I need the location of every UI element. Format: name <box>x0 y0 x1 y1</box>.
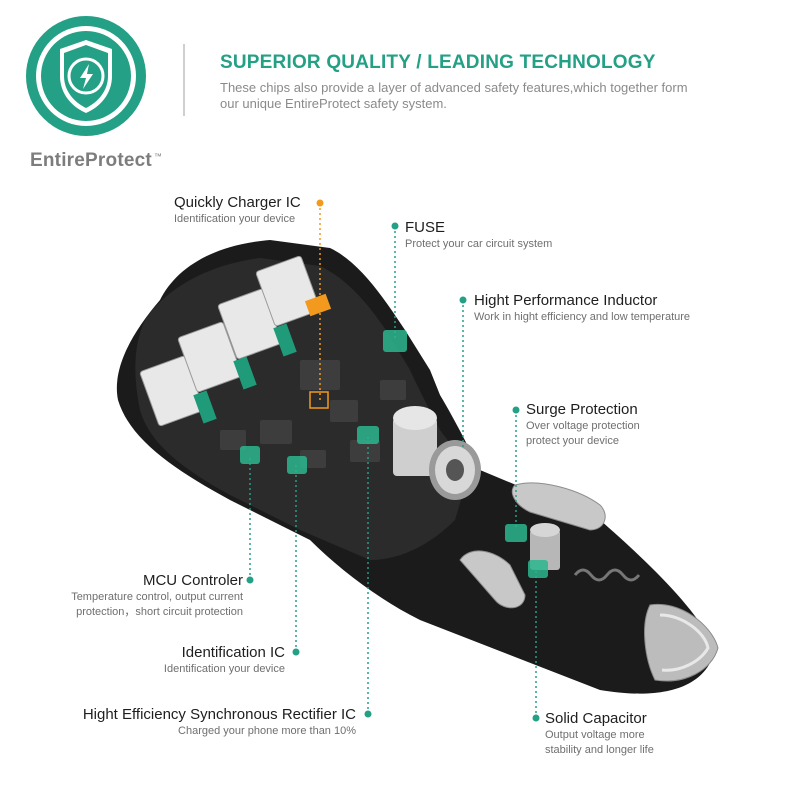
metal-tip <box>644 603 719 682</box>
inductor-coil <box>429 440 481 500</box>
quick-charger-chip <box>304 293 332 317</box>
headline: SUPERIOR QUALITY / LEADING TECHNOLOGY <box>220 52 656 73</box>
label-solid-capacitor: Solid Capacitor Output voltage more stab… <box>545 710 654 756</box>
label-rectifier-ic: Hight Efficiency Synchronous Rectifier I… <box>82 706 356 737</box>
label-quick-charger-ic: Quickly Charger IC Identification your d… <box>174 194 301 225</box>
orange-highlight <box>309 391 329 409</box>
label-inductor: Hight Performance Inductor Work in hight… <box>474 292 691 323</box>
usb-ports <box>139 255 321 427</box>
entireprotect-shield-logo <box>26 16 146 136</box>
side-clip-bottom <box>459 550 526 609</box>
label-mcu-controller: MCU Controler Temperature control, outpu… <box>71 572 243 618</box>
header-divider <box>183 44 185 116</box>
label-identification-ic: Identification IC Identification your de… <box>163 644 285 675</box>
label-fuse: FUSE Protect your car circuit system <box>405 219 553 250</box>
subhead: These chips also provide a layer of adva… <box>220 80 688 111</box>
label-surge-protection: Surge Protection Over voltage protection… <box>526 401 640 447</box>
